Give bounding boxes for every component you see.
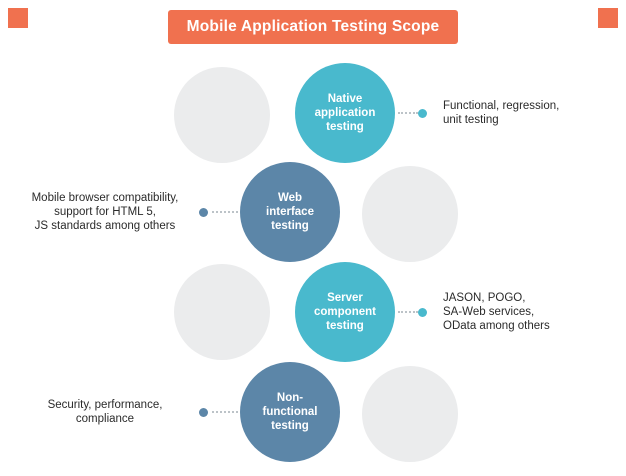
placeholder-circle-1 — [174, 67, 270, 163]
connector-dot — [199, 208, 208, 217]
connector-line — [212, 411, 238, 413]
page-title: Mobile Application Testing Scope — [168, 10, 458, 44]
placeholder-circle-3 — [174, 264, 270, 360]
node-non-functional-testing: Non- functional testing — [240, 362, 340, 462]
connector-dot — [418, 109, 427, 118]
connector-dot — [418, 308, 427, 317]
node-native-application-testing: Native application testing — [295, 63, 395, 163]
annotation-server-component-testing: JASON, POGO, SA-Web services, OData amon… — [443, 292, 550, 332]
connector-line — [398, 112, 418, 114]
placeholder-circle-2 — [362, 166, 458, 262]
node-label: Non- functional testing — [262, 392, 318, 432]
connector-dot — [199, 408, 208, 417]
connector-line — [398, 311, 418, 313]
annotation-native-application-testing: Functional, regression, unit testing — [443, 100, 560, 126]
node-label: Native application testing — [314, 93, 376, 133]
corner-accent-left — [8, 8, 28, 28]
node-server-component-testing: Server component testing — [295, 262, 395, 362]
corner-accent-right — [598, 8, 618, 28]
annotation-web-interface-testing: Mobile browser compatibility, support fo… — [31, 192, 179, 232]
node-label: Server component testing — [314, 292, 376, 332]
annotation-non-functional-testing: Security, performance, compliance — [47, 399, 163, 425]
placeholder-circle-4 — [362, 366, 458, 462]
connector-line — [212, 211, 238, 213]
node-web-interface-testing: Web interface testing — [240, 162, 340, 262]
node-label: Web interface testing — [266, 192, 314, 232]
